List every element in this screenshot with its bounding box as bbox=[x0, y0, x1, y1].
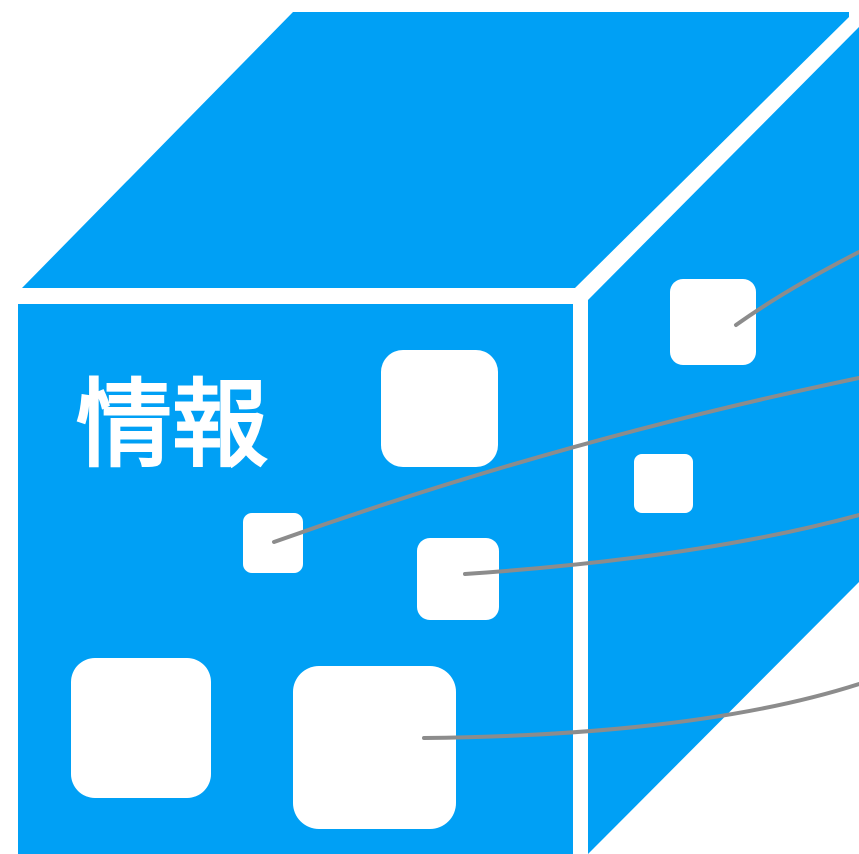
side-tile-upper bbox=[670, 279, 756, 365]
front-tile-medium bbox=[417, 538, 499, 620]
cube-right-face bbox=[588, 27, 859, 854]
connector-line-4 bbox=[422, 682, 859, 740]
side-tile-lower bbox=[634, 454, 693, 513]
connector-line-2 bbox=[272, 376, 859, 544]
connector-line-1 bbox=[734, 250, 859, 327]
front-tile-top-right bbox=[381, 350, 498, 467]
front-tile-bottom-left bbox=[71, 658, 211, 798]
front-tile-bottom-large bbox=[293, 666, 456, 829]
cube-top-face bbox=[22, 12, 849, 288]
cube-title: 情報 bbox=[76, 369, 268, 481]
connector-line-3 bbox=[463, 513, 859, 576]
